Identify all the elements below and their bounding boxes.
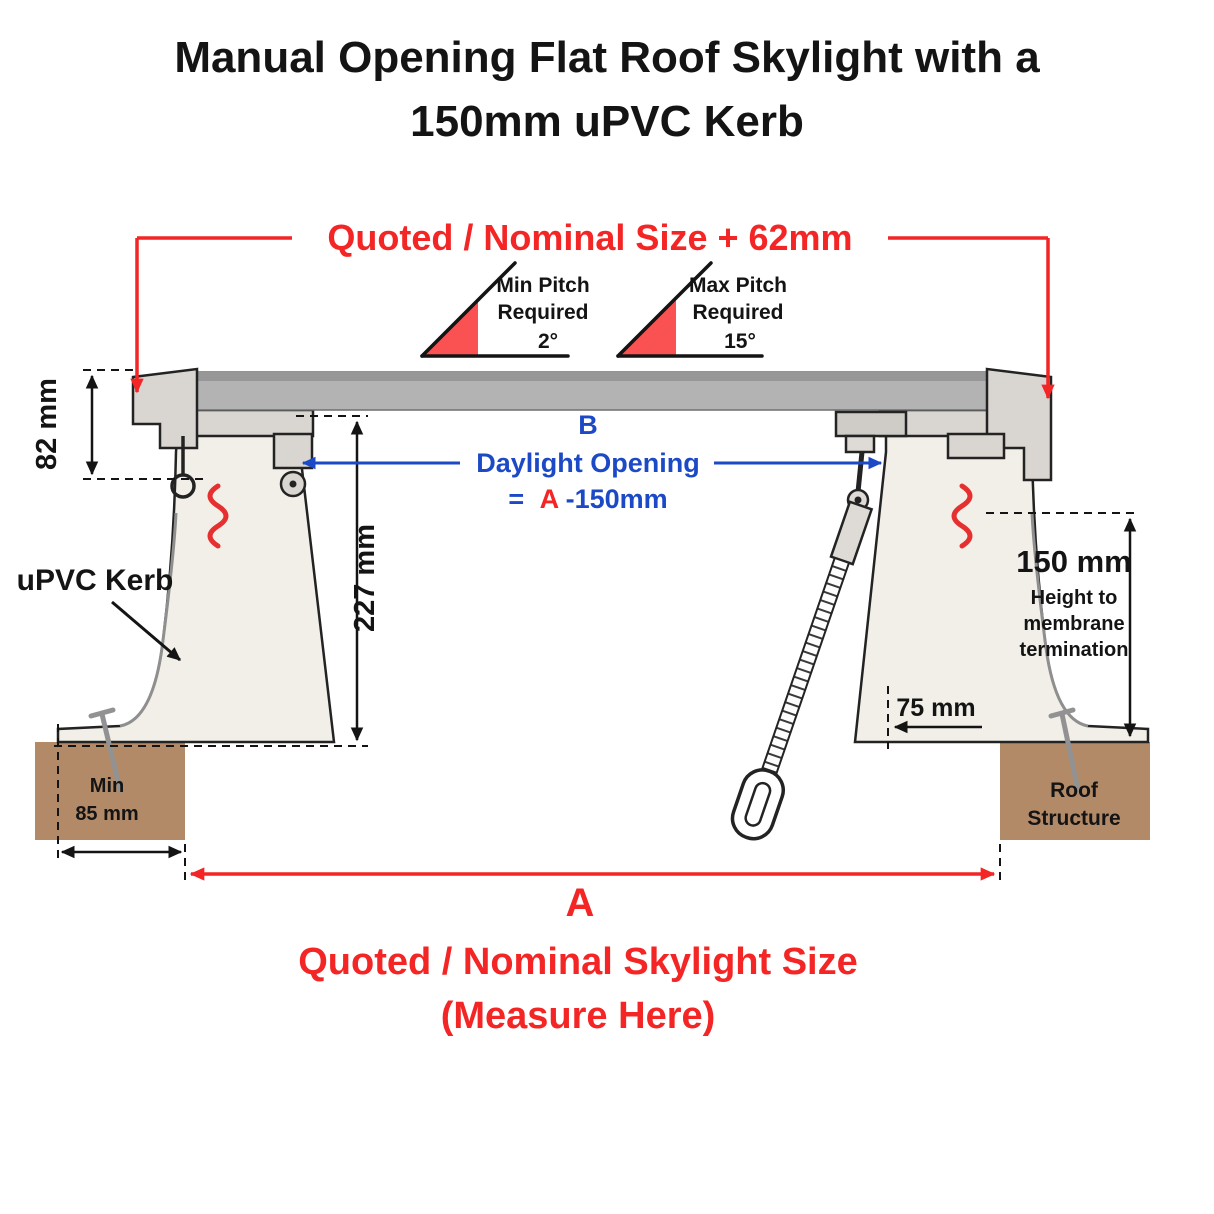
left-fixing-screw-head xyxy=(88,707,116,719)
upstand-width-dimension: 75 mm xyxy=(887,686,982,749)
roof-structure-label-2: Structure xyxy=(1027,807,1120,830)
upstand-width-label: 75 mm xyxy=(896,694,975,722)
roof-structure xyxy=(35,742,1150,840)
right-spring-clip xyxy=(951,483,973,549)
opener-bracket xyxy=(844,434,876,454)
min-pitch-label-1: Min Pitch xyxy=(496,274,589,297)
left-membrane-line xyxy=(119,512,178,728)
min-pitch-label-2: Required xyxy=(497,301,588,324)
diagram-title: Manual Opening Flat Roof Skylight with a… xyxy=(174,33,1040,146)
daylight-eq-a: A xyxy=(540,484,559,514)
nominal-size-label: Quoted / Nominal Skylight Size xyxy=(298,941,858,983)
nominal-size-dimension: A Quoted / Nominal Skylight Size (Measur… xyxy=(184,844,1001,1037)
glass-height-dimension: 82 mm xyxy=(31,369,205,480)
threaded-rod xyxy=(761,556,851,775)
kerb-sections xyxy=(56,422,1150,744)
daylight-eq-prefix: = xyxy=(508,484,524,514)
min-pitch-value: 2° xyxy=(538,330,558,353)
max-pitch-hypotenuse xyxy=(616,261,713,358)
skylight-glazing xyxy=(131,367,1053,499)
right-frame-end-cap xyxy=(985,367,1053,482)
max-pitch-label-2: Required xyxy=(692,301,783,324)
membrane-height-value: 150 mm xyxy=(1016,544,1131,579)
kerb-height-dimension: 227 mm xyxy=(54,415,381,747)
winding-eye-inner xyxy=(744,781,772,827)
daylight-opening-label: Daylight Opening xyxy=(476,448,700,478)
max-pitch-label-1: Max Pitch xyxy=(689,274,787,297)
spindle-sleeve xyxy=(829,500,874,566)
daylight-opening-dimension: B Daylight Opening = A -150mm xyxy=(301,410,883,514)
top-dim-label: Quoted / Nominal Size + 62mm xyxy=(327,217,852,258)
daylight-b-label: B xyxy=(578,410,598,440)
max-pitch-indicator: Max Pitch Required 15° xyxy=(616,261,787,358)
nominal-a-label: A xyxy=(566,881,595,925)
opener-pivot-pin xyxy=(854,496,862,504)
left-hook-icon xyxy=(170,473,196,499)
upvc-kerb-arrow xyxy=(111,600,181,662)
membrane-height-dimension: 150 mm Height to membrane termination xyxy=(986,512,1140,738)
min-pitch-hypotenuse xyxy=(420,261,517,358)
roof-fixings xyxy=(88,707,1081,793)
left-keeper-pin xyxy=(289,480,297,488)
roof-labels: Min 85 mm Roof Structure xyxy=(57,724,1121,864)
glass-panel-top-edge xyxy=(197,372,987,381)
opener-gearbox xyxy=(834,410,908,438)
min-bearing-label: Min xyxy=(90,775,124,797)
opener-link-arm xyxy=(855,451,865,493)
kerb-height-label: 227 mm xyxy=(349,524,381,632)
roof-structure-right-block xyxy=(1000,742,1150,840)
upvc-kerb-label: uPVC Kerb xyxy=(17,564,174,597)
title-line-1: Manual Opening Flat Roof Skylight with a xyxy=(174,33,1040,82)
left-spring-clip xyxy=(207,483,229,549)
min-bearing-value: 85 mm xyxy=(75,803,138,825)
top-overall-dimension: Quoted / Nominal Size + 62mm xyxy=(130,217,1055,400)
measure-here-label: (Measure Here) xyxy=(441,995,716,1037)
spring-clips xyxy=(207,483,973,549)
upvc-kerb-callout: uPVC Kerb xyxy=(17,564,181,662)
left-frame-end-cap xyxy=(131,367,199,450)
right-fixing-screw xyxy=(1059,711,1081,793)
daylight-eq-suffix: -150mm xyxy=(566,484,668,514)
spindle-assembly xyxy=(730,500,874,841)
left-fixing-screw xyxy=(99,711,123,793)
roof-structure-label-1: Roof xyxy=(1050,779,1099,802)
daylight-equation: = A -150mm xyxy=(508,484,667,514)
manual-opener xyxy=(730,410,908,841)
right-keeper-block xyxy=(946,432,1006,460)
max-pitch-value: 15° xyxy=(724,330,756,353)
right-fixing-screw-head xyxy=(1048,707,1076,719)
glass-height-label: 82 mm xyxy=(31,378,63,470)
membrane-desc-1: Height to xyxy=(1031,587,1118,609)
membrane-desc-3: termination xyxy=(1020,639,1129,661)
right-membrane-line xyxy=(1030,512,1089,728)
membrane-desc-2: membrane xyxy=(1023,613,1124,635)
title-line-2: 150mm uPVC Kerb xyxy=(410,97,804,146)
min-pitch-indicator: Min Pitch Required 2° xyxy=(420,261,590,358)
